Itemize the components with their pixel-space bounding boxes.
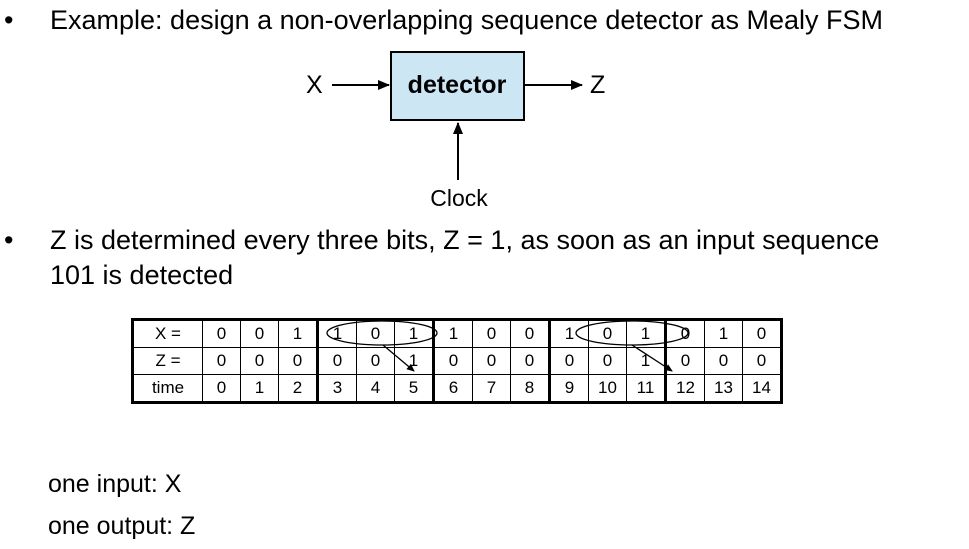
bullet-symbol: •	[4, 5, 14, 35]
table-cell: 1	[626, 347, 667, 375]
table-cell: 1	[549, 319, 589, 348]
bullet-requirement-line1: Z is determined every three bits, Z = 1,…	[50, 225, 880, 255]
table-cell: 0	[240, 347, 279, 375]
table-cell: 11	[626, 374, 667, 403]
table-cell: 0	[356, 319, 395, 348]
table-cell: 0	[588, 347, 627, 375]
table-cell: 0	[278, 347, 319, 375]
row-label: time	[132, 374, 203, 403]
table-cell: 1	[394, 319, 435, 348]
table-cell: 7	[472, 374, 511, 403]
table-cell: 0	[549, 347, 589, 375]
table-cell: 0	[510, 319, 551, 348]
table-cell: 0	[202, 319, 241, 348]
table-cell: 6	[433, 374, 473, 403]
clock-label: Clock	[430, 185, 488, 211]
table-cell: 0	[472, 347, 511, 375]
bullet-requirement-line2: 101 is detected	[50, 260, 234, 290]
detector-block	[390, 51, 525, 121]
table-cell: 0	[433, 347, 473, 375]
table-cell: 0	[704, 347, 743, 375]
bullet-symbol: •	[4, 225, 14, 255]
table-cell: 0	[240, 319, 279, 348]
table-cell: 5	[394, 374, 435, 403]
table-cell: 1	[394, 347, 435, 375]
table-cell: 10	[588, 374, 627, 403]
row-label: Z =	[132, 347, 203, 375]
table-cell: 0	[665, 319, 705, 348]
detector-label: detector	[408, 71, 507, 99]
table-cell: 13	[704, 374, 743, 403]
table-cell: 4	[356, 374, 395, 403]
table-cell: 0	[317, 347, 357, 375]
table-cell: 0	[202, 347, 241, 375]
table-cell: 1	[626, 319, 667, 348]
table-cell: 0	[510, 347, 551, 375]
table-cell: 8	[510, 374, 551, 403]
table-cell: 0	[742, 347, 782, 375]
table-cell: 2	[278, 374, 319, 403]
table-cell: 12	[665, 374, 705, 403]
table-cell: 9	[549, 374, 589, 403]
input-description: one input: X	[48, 470, 182, 498]
table-cell: 1	[278, 319, 319, 348]
output-z-label: Z	[590, 71, 605, 99]
table-cell: 14	[742, 374, 782, 403]
table-cell: 0	[588, 319, 627, 348]
table-cell: 1	[433, 319, 473, 348]
bullet-example-text: Example: design a non-overlapping sequen…	[50, 5, 883, 35]
input-x-label: X	[306, 71, 323, 99]
table-cell: 0	[665, 347, 705, 375]
output-description: one output: Z	[48, 512, 196, 540]
table-cell: 0	[356, 347, 395, 375]
row-label: X =	[132, 319, 203, 348]
table-cell: 0	[202, 374, 241, 403]
table-cell: 0	[472, 319, 511, 348]
table-cell: 1	[317, 319, 357, 348]
table-cell: 1	[240, 374, 279, 403]
table-cell: 0	[742, 319, 782, 348]
table-cell: 3	[317, 374, 357, 403]
table-cell: 1	[704, 319, 743, 348]
